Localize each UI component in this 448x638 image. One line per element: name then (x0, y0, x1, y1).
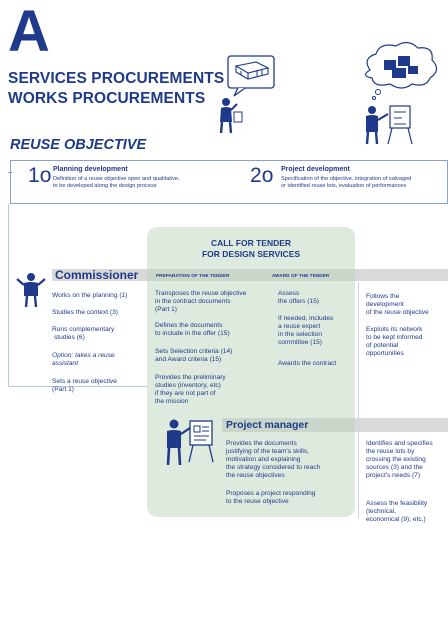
prep-item-defines: Defines the documents to include in the … (155, 322, 230, 337)
cloud-bubble-planner-icon (364, 41, 438, 145)
award-item-contract: Awards the contract (278, 360, 337, 367)
reuse-steps-box (10, 160, 448, 204)
commissioner-right-follows: Follows the development of the reuse obj… (366, 293, 429, 316)
step-1-line-1: Definition of a reuse objective open and… (53, 176, 180, 182)
pm-right-identifies: Identifies and specifies the reuse lots … (366, 440, 433, 479)
commissioner-label: Commissioner (55, 268, 139, 282)
step-1-line-2: to be developed along the design process (53, 183, 157, 189)
header-line-works: WORKS PROCUREMENTS (8, 90, 206, 107)
header-line-services: SERVICES PROCUREMENTS (8, 70, 225, 87)
commissioner-item-planning: Works on the planning (1) (52, 292, 128, 299)
left-bracket (8, 204, 9, 386)
pm-item-proposes: Proposes a project responding to the reu… (226, 490, 316, 505)
prep-item-preliminary: Provides the preliminary studies (invent… (155, 374, 226, 405)
commissioner-right-network: Exploits its network to be kept informed… (366, 326, 423, 357)
pm-right-feasibility: Assess the feasibility (technical, econo… (366, 500, 428, 523)
award-item-assess: Assess the offers (15) (278, 290, 319, 305)
step-1-number: 1o (28, 164, 52, 187)
commissioner-item-objective: Sets a reuse objective (Part 1) (52, 378, 117, 393)
commissioner-item-context: Studies the context (3) (52, 309, 118, 316)
prep-item-criteria: Sets Selection criteria (14) and Award c… (155, 348, 233, 363)
tender-title-line-2: FOR DESIGN SERVICES (201, 249, 301, 259)
step-2-title: Project development (281, 166, 350, 173)
tender-title: CALL FOR TENDER FOR DESIGN SERVICES (147, 238, 355, 260)
tender-title-line-1: CALL FOR TENDER (210, 238, 292, 248)
commissioner-item-option: Option: takes a reuse assistant (52, 352, 115, 367)
step-2-line-1: Specification of the objective, integrat… (281, 176, 412, 182)
step-2-number: 2o (250, 164, 274, 187)
pm-item-documents: Provides the documents justifying of the… (226, 440, 321, 479)
commissioner-person-icon (16, 273, 46, 308)
commissioner-item-studies: Runs complementary studies (6) (52, 326, 115, 341)
right-divider (358, 282, 359, 518)
project-manager-icon (166, 419, 214, 466)
commissioner-band-panel-part (147, 269, 355, 281)
step-2-line-2: or identified reuse lots, evaluation of … (281, 183, 407, 189)
project-manager-label: Project manager (226, 419, 309, 431)
box-tick (8, 172, 12, 173)
prep-header: PREPARATION OF THE TENDER (156, 273, 230, 278)
award-header: AWARD OF THE TENDER (272, 273, 330, 278)
award-item-expert: If needed, includes a reuse expert in th… (278, 315, 334, 346)
project-manager-band-panel-part (222, 418, 355, 432)
section-letter: A (8, 0, 50, 64)
reuse-objective-title: REUSE OBJECTIVE (10, 137, 147, 153)
step-1-title: Planning development (53, 166, 128, 173)
prep-item-transposes: Transposes the reuse objective in the co… (155, 290, 247, 313)
left-bracket-bottom (8, 386, 148, 387)
pallet-bubble-person-icon (219, 55, 275, 134)
